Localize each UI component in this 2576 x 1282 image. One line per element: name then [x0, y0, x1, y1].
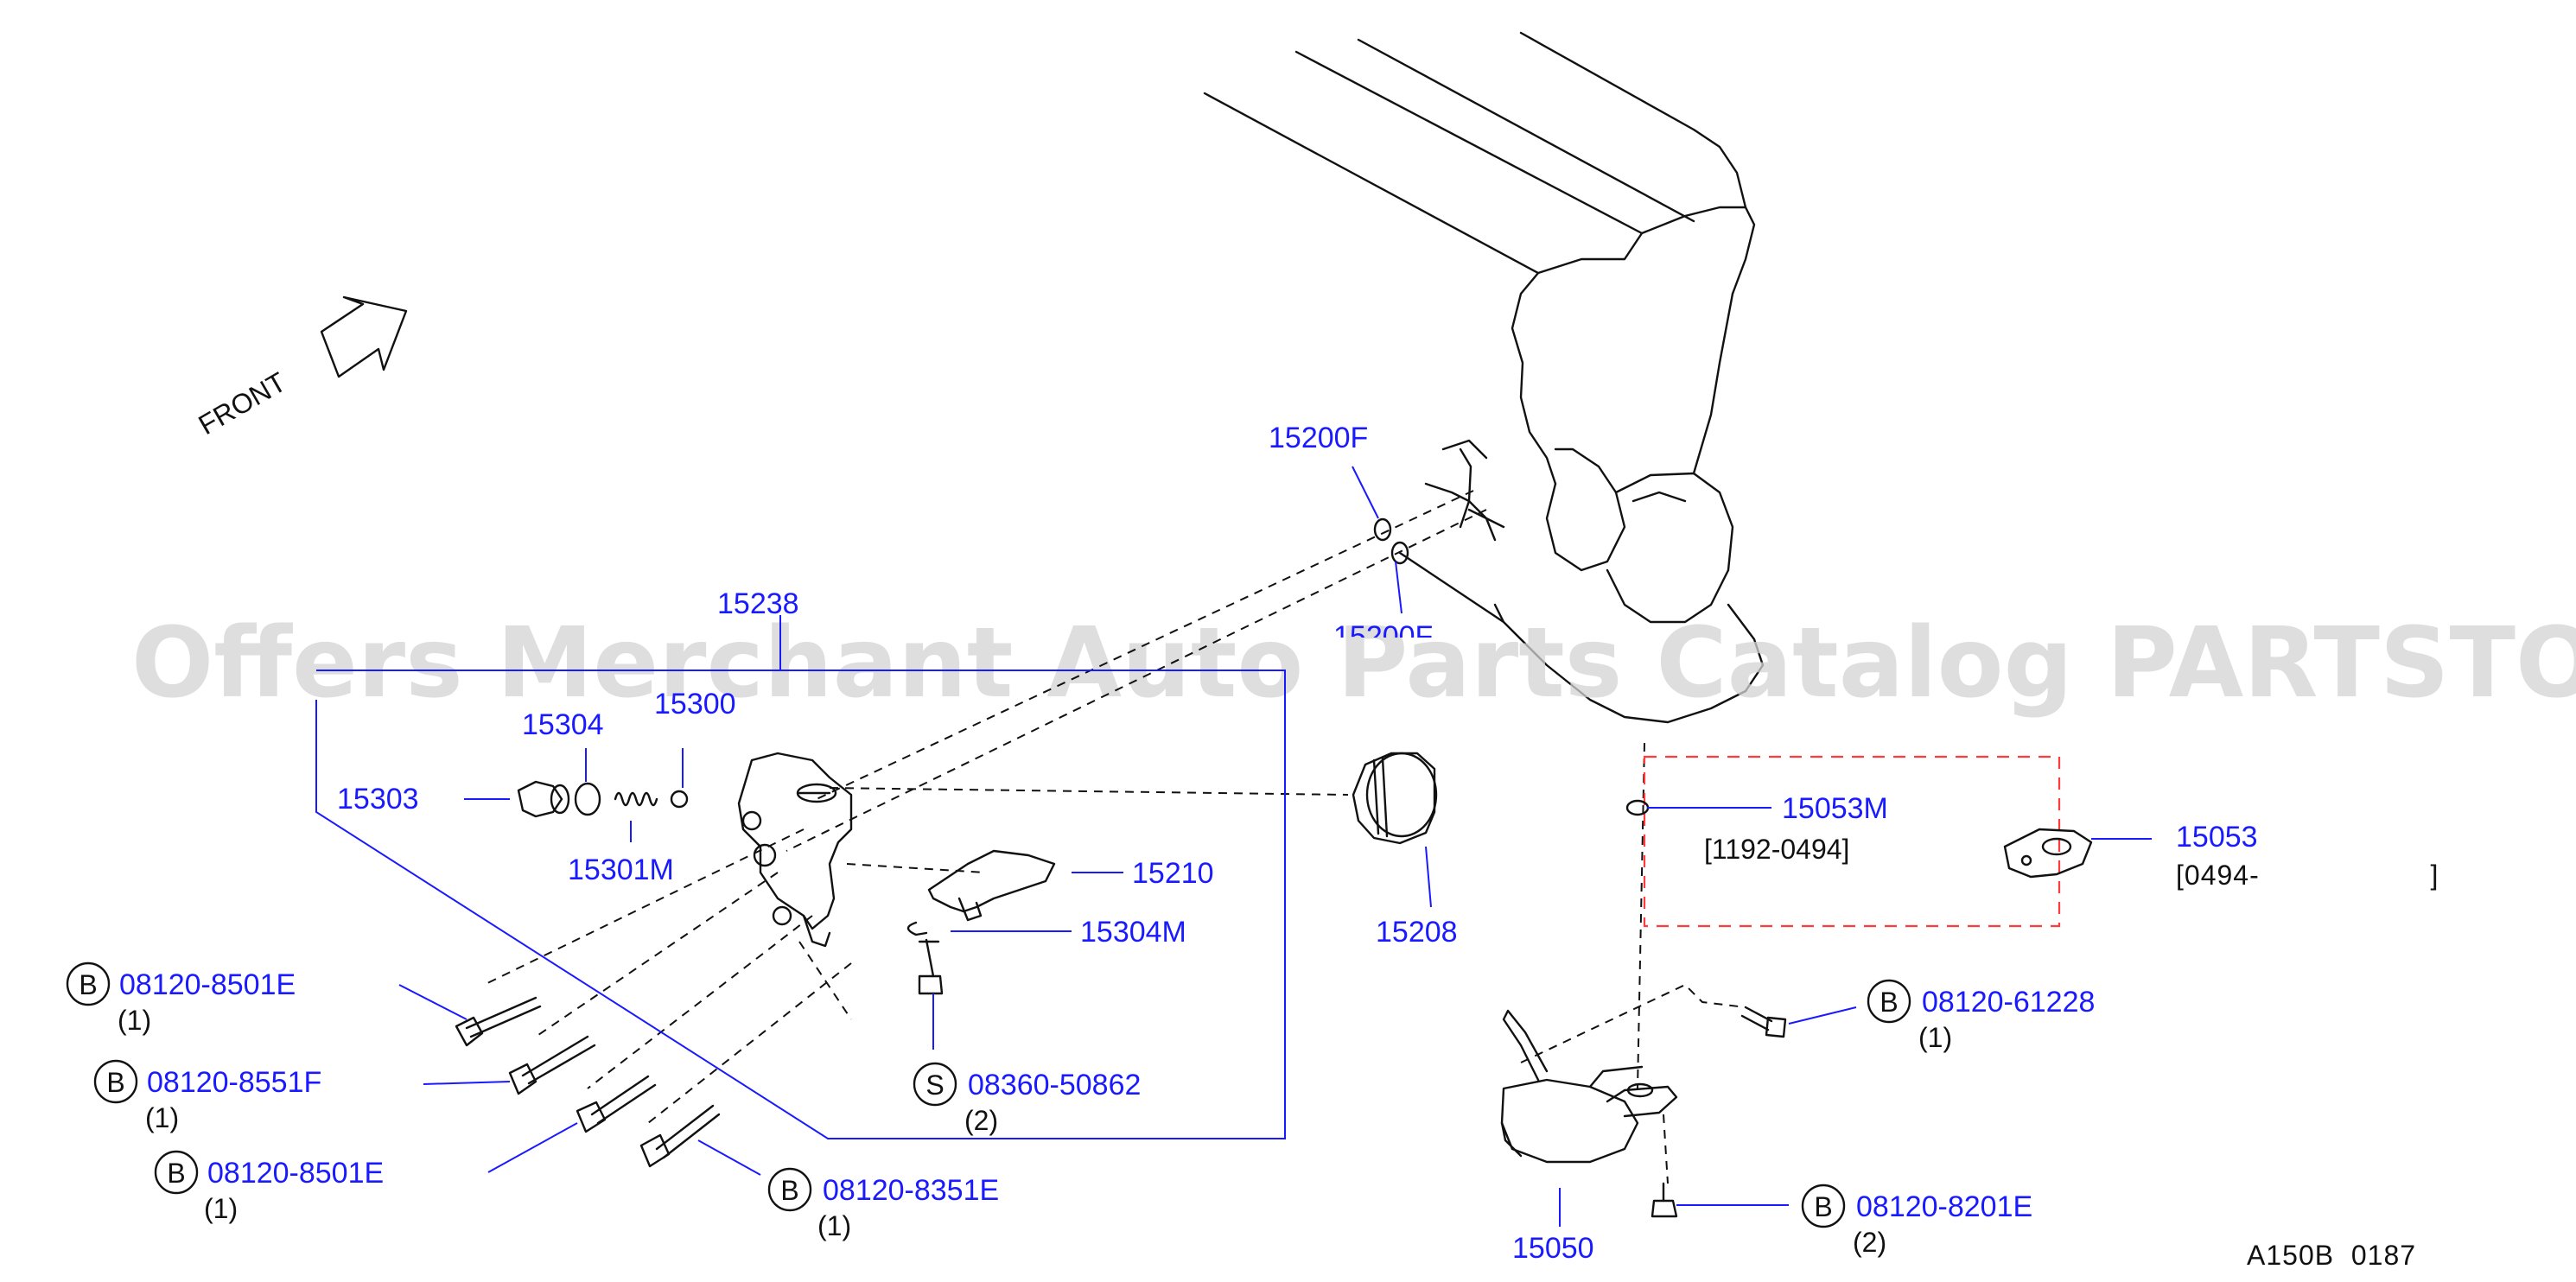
fastener-badge: S: [925, 1069, 944, 1101]
clip-15304m-drawing: [906, 921, 928, 936]
bolt-08120-8501e-top-drawing: [455, 996, 542, 1047]
fastener-quantity: (1): [817, 1210, 851, 1241]
front-arrow-icon: [320, 295, 408, 378]
label-15304m: 15304M: [1080, 916, 1186, 949]
label-15200f: 15200F: [1269, 422, 1368, 454]
label-15304: 15304: [522, 708, 604, 741]
diagram-code: A150B 0187: [2247, 1240, 2416, 1271]
fastener-quantity: (1): [204, 1193, 238, 1224]
fastener-part-number: 08120-8351E: [823, 1174, 999, 1207]
screw-08360-drawing: [918, 938, 944, 995]
label-15303: 15303: [337, 783, 419, 816]
valve-15300-drawing: [670, 790, 689, 809]
fastener-callout: B 08120-8351E (1): [767, 1167, 999, 1241]
label-15053: 15053: [2176, 821, 2258, 854]
label-15050: 15050: [1512, 1232, 1594, 1265]
label-15238: 15238: [717, 587, 799, 620]
fastener-quantity: (1): [145, 1102, 179, 1133]
fastener-badge: B: [1880, 987, 1898, 1018]
range-15053: [0494- ]: [2176, 860, 2439, 891]
fastener-callout: B 08120-8551F (1): [93, 1059, 321, 1133]
bolt-08120-8551f-drawing: [508, 1035, 596, 1095]
washer-15304-drawing: [574, 782, 601, 816]
front-label: FRONT: [194, 366, 291, 441]
bolt-08120-8351e-drawing: [639, 1104, 721, 1168]
oil-strainer-15050-drawing: [1500, 1009, 1678, 1164]
label-15208: 15208: [1376, 916, 1458, 949]
bolt-08120-61228-drawing: [1740, 1006, 1787, 1038]
oring-15053m-drawing: [1625, 799, 1650, 816]
fastener-quantity: (1): [1918, 1022, 1952, 1053]
label-15210: 15210: [1132, 857, 1214, 890]
oil-filter-15208-drawing: [1352, 752, 1438, 845]
fastener-quantity: (1): [118, 1005, 151, 1036]
fastener-part-number: 08120-8551F: [147, 1066, 321, 1099]
fastener-part-number: 08360-50862: [968, 1069, 1141, 1101]
fastener-callout: B 08120-61228 (1): [1867, 979, 2095, 1053]
fastener-badge: B: [1814, 1191, 1832, 1222]
plug-15303-drawing: [517, 780, 570, 818]
fastener-callout: B 08120-8201E (2): [1801, 1184, 2032, 1258]
watermark: Offers Merchant Auto Parts Catalog PARTS…: [131, 607, 2576, 720]
fastener-part-number: 08120-8201E: [1856, 1190, 2032, 1223]
fastener-badge: B: [106, 1067, 124, 1098]
fastener-callout: B 08120-8501E (1): [66, 962, 296, 1036]
superseded-part-box: [1643, 755, 2061, 928]
fastener-callout: S 08360-50862 (2): [913, 1062, 1141, 1136]
fastener-badge: B: [167, 1158, 185, 1189]
group-bracket-15238: [315, 670, 1286, 1139]
shield-15210-drawing: [927, 849, 1056, 922]
fastener-part-number: 08120-61228: [1922, 986, 2095, 1019]
fastener-part-number: 08120-8501E: [119, 968, 296, 1001]
label-15053m: 15053M: [1782, 792, 1888, 825]
spring-15301m-drawing: [614, 791, 658, 807]
fastener-quantity: (2): [964, 1105, 998, 1136]
fastener-quantity: (2): [1853, 1227, 1886, 1258]
fastener-part-number: 08120-8501E: [207, 1157, 384, 1190]
bolt-08120-8501e-bottom-drawing: [576, 1075, 657, 1133]
label-15200f-partial: 15200F: [1333, 620, 1433, 653]
label-15301m: 15301M: [568, 854, 674, 886]
label-15300: 15300: [654, 688, 736, 720]
assembly-lines: [483, 490, 1746, 1184]
oring-15200-drawing: [1390, 541, 1409, 565]
gasket-15053-drawing: [2003, 828, 2093, 879]
fastener-callout: B 08120-8501E (1): [154, 1150, 384, 1224]
oring-15200f-drawing: [1373, 517, 1392, 542]
range-15053m: [1192-0494]: [1704, 834, 1849, 865]
fastener-badge: B: [79, 969, 97, 1000]
engine-block-drawing: [1203, 31, 1765, 724]
fastener-badge: B: [780, 1175, 798, 1206]
oil-filter-bracket-drawing: [737, 752, 853, 948]
bolt-08120-8201e-drawing: [1651, 1182, 1678, 1218]
leader-lines: [398, 466, 2152, 1227]
